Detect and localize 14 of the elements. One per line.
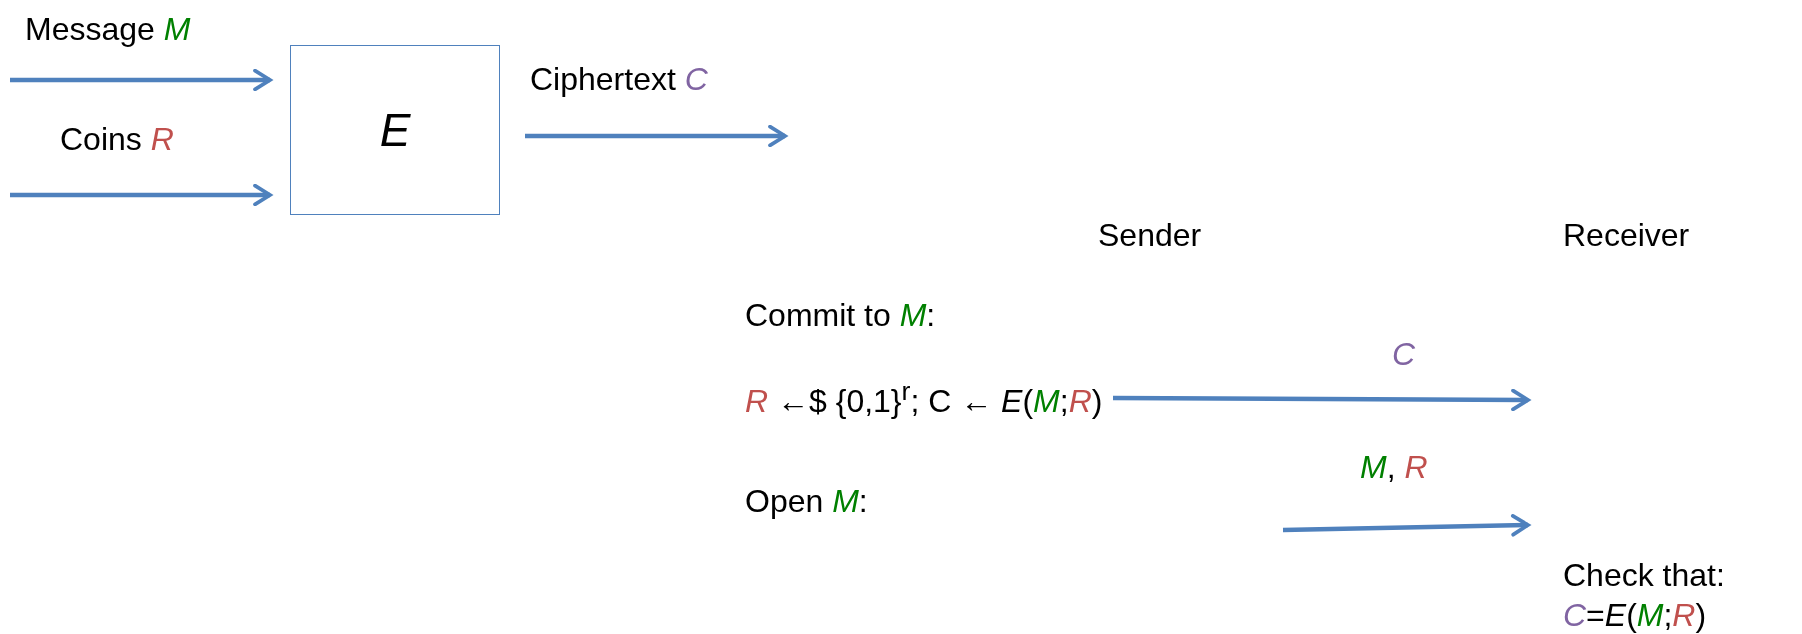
check-formula: C=E(M;R) bbox=[1563, 596, 1707, 634]
step-heading: Commit to M: bbox=[745, 296, 936, 334]
arrow bbox=[525, 124, 787, 148]
arrow bbox=[1113, 388, 1530, 412]
arrow bbox=[10, 183, 272, 207]
column-heading: Sender bbox=[1098, 216, 1202, 254]
check-heading: Check that: bbox=[1563, 556, 1725, 594]
box-label: E bbox=[379, 111, 411, 149]
arrow bbox=[10, 68, 272, 92]
arrow bbox=[1282, 514, 1530, 537]
step-heading: Open M: bbox=[745, 482, 868, 520]
commit-formula: R ←$ {0,1}$^{r}$; C ← E(M;R) bbox=[745, 375, 1103, 420]
encryption-box bbox=[290, 45, 500, 215]
column-heading: Receiver bbox=[1563, 216, 1690, 254]
